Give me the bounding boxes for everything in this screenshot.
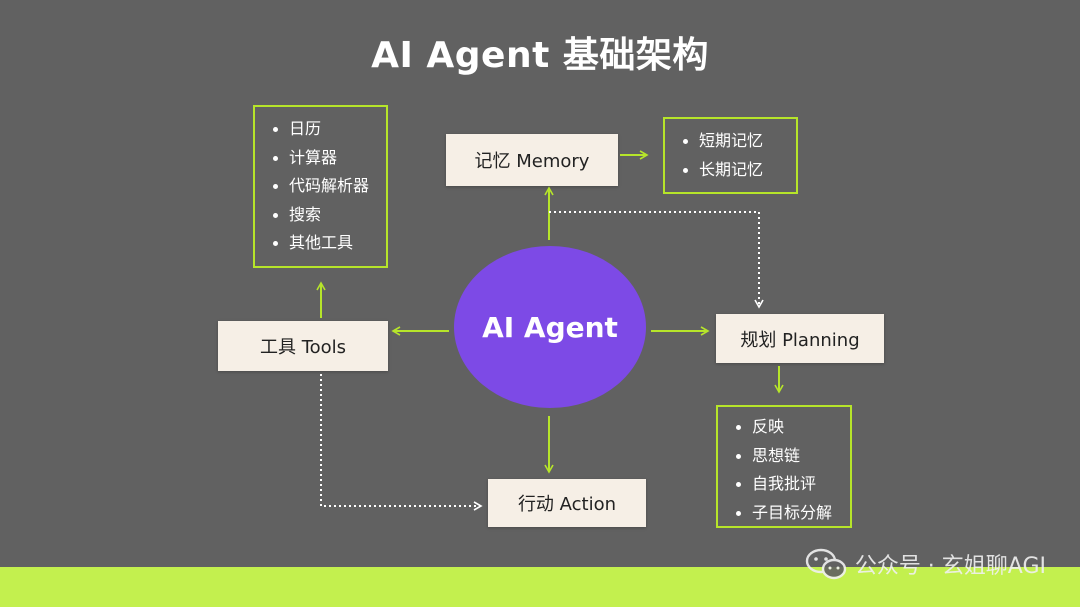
wechat-icon (805, 548, 847, 580)
list-item: 思想链 (734, 442, 840, 471)
action-box: 行动 Action (488, 479, 646, 527)
watermark-text: 公众号 · 玄姐聊AGI (854, 554, 1046, 579)
list-item: 反映 (734, 413, 840, 442)
page-title: AI Agent 基础架构 (371, 35, 709, 76)
tools-box: 工具 Tools (218, 321, 388, 371)
planning-label: 规划 Planning (740, 329, 860, 351)
list-item: 其他工具 (271, 229, 376, 258)
list-item: 子目标分解 (734, 499, 840, 528)
tools-list: 日历 计算器 代码解析器 搜索 其他工具 (253, 105, 388, 268)
agent-node: AI Agent (454, 246, 646, 408)
watermark: 公众号 · 玄姐聊AGI (805, 548, 1046, 580)
dotted-memory-planning (549, 211, 764, 309)
list-item: 日历 (271, 115, 376, 144)
planning-box: 规划 Planning (716, 314, 884, 363)
list-item: 计算器 (271, 144, 376, 173)
bottom-strip (0, 567, 1080, 607)
memory-label: 记忆 Memory (474, 151, 590, 172)
dotted-tools-action (320, 374, 483, 511)
list-item: 搜索 (271, 201, 376, 230)
list-item: 短期记忆 (681, 127, 786, 156)
list-item: 长期记忆 (681, 156, 786, 185)
planning-list: 反映 思想链 自我批评 子目标分解 (716, 405, 852, 528)
memory-list: 短期记忆 长期记忆 (663, 117, 798, 194)
tools-label: 工具 Tools (259, 337, 347, 358)
memory-box: 记忆 Memory (446, 134, 618, 186)
agent-label: AI Agent (482, 310, 618, 344)
list-item: 代码解析器 (271, 172, 376, 201)
action-label: 行动 Action (517, 494, 617, 515)
list-item: 自我批评 (734, 470, 840, 499)
